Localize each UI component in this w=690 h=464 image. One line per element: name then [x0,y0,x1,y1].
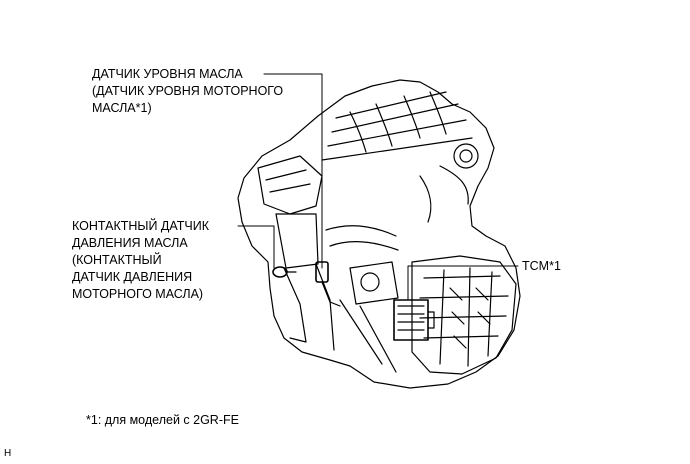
oil-level-sensor-line-1: ДАТЧИК УРОВНЯ МАСЛА [92,67,243,81]
oil-pressure-switch-line-2: ДАВЛЕНИЯ МАСЛА [72,236,188,250]
oil-pressure-switch-line-5: МОТОРНОГО МАСЛА) [72,287,204,301]
oil-level-sensor-line-2: (ДАТЧИК УРОВНЯ МОТОРНОГО [92,84,284,98]
leader-tcm [407,265,519,301]
oil-level-sensor-line-3: МАСЛА*1) [92,101,152,115]
tcm-label: TCM*1 [522,259,561,273]
engine-outline [237,79,521,389]
oil-pressure-switch-label: КОНТАКТНЫЙ ДАТЧИК ДАВЛЕНИЯ МАСЛА (КОНТАК… [72,218,209,303]
corner-mark: H [4,448,12,459]
footnote: *1: для моделей с 2GR-FE [86,413,239,427]
oil-level-sensor-label: ДАТЧИК УРОВНЯ МАСЛА (ДАТЧИК УРОВНЯ МОТОР… [92,66,283,117]
leader-oil-level [263,73,323,269]
oil-pressure-switch-line-4: ДАТЧИК ДАВЛЕНИЯ [72,270,193,284]
oil-pressure-switch-line-3: (КОНТАКТНЫЙ [72,253,162,267]
leader-oil-pressure [237,225,275,269]
oil-pressure-switch-line-1: КОНТАКТНЫЙ ДАТЧИК [72,219,209,233]
